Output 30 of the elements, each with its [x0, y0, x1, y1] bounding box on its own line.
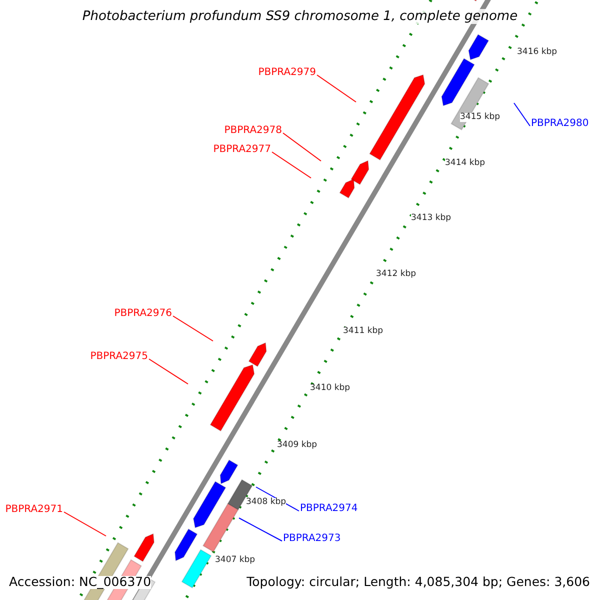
- scale-label: 3407 kbp: [215, 556, 256, 564]
- gene-label: PBPRA2977: [213, 145, 271, 155]
- leader-line: [148, 358, 188, 384]
- gene-label: PBPRA2979: [258, 68, 316, 78]
- scale-label: 3411 kbp: [343, 327, 384, 336]
- gene-label: PBPRA2976: [114, 309, 172, 319]
- scale-label: 3413 kbp: [411, 214, 452, 222]
- leader-line: [64, 512, 106, 536]
- gene-label: PBPRA2980: [531, 119, 589, 129]
- accession-text: Accession: NC_006370: [9, 576, 152, 588]
- gene-label: PBPRA2975: [90, 352, 148, 362]
- scale-label: 3416 kbp: [517, 48, 558, 56]
- leader-line: [282, 132, 322, 162]
- leader-line: [514, 102, 530, 126]
- leader-line: [238, 518, 282, 542]
- scale-label: 3409 kbp: [277, 441, 318, 450]
- genome-summary-text: Topology: circular; Length: 4,085,304 bp; Genes: 3,606: [246, 576, 590, 588]
- scale-label: 3408 kbp: [246, 498, 286, 506]
- scale-label: 3412 kbp: [376, 270, 416, 278]
- leader-line: [316, 74, 356, 102]
- leader-line: [272, 152, 312, 178]
- leader-line: [172, 316, 214, 342]
- scale-label: 3410 kbp: [310, 384, 350, 392]
- gene-label: PBPRA2974: [300, 504, 358, 514]
- gene-label: PBPRA2973: [283, 534, 341, 544]
- title: Photobacterium profundum SS9 chromosome 1, complete genome: [82, 9, 518, 24]
- scale-label: 3415 kbp: [460, 113, 500, 122]
- gene-label: PBPRA2978: [224, 126, 282, 136]
- gene-label: PBPRA2971: [5, 505, 63, 515]
- scale-label: 3414 kbp: [445, 159, 486, 168]
